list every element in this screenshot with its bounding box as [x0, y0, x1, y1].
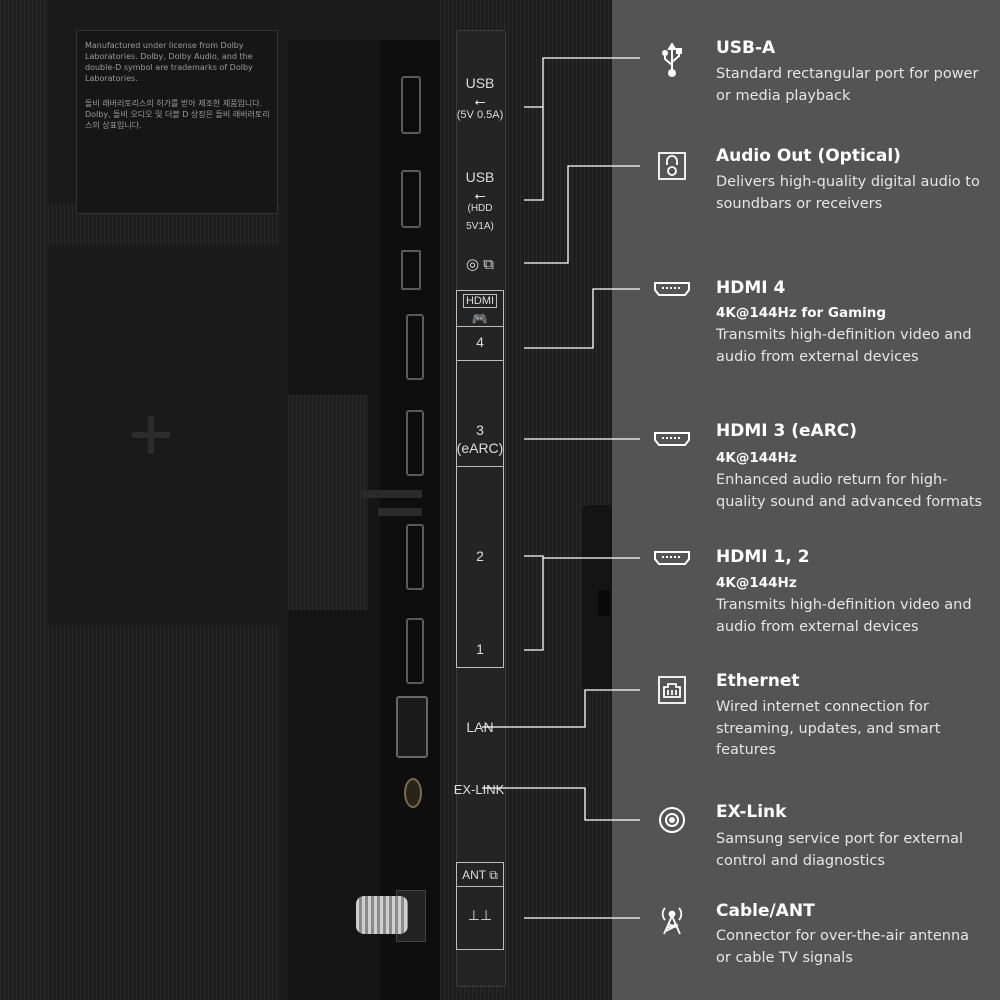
feature-desc-ethernet: Wired internet connection for streaming,…	[716, 699, 941, 758]
bracket-upper	[362, 490, 422, 498]
hdmi2-label: 2	[476, 548, 484, 564]
leader-exlink	[482, 787, 640, 821]
ethernet-icon	[654, 672, 690, 708]
optical-port[interactable]	[401, 250, 421, 290]
antenna-icon	[654, 900, 690, 936]
hdmi-icon	[654, 271, 690, 307]
bay-ribs	[288, 395, 368, 610]
usb2-label-text: USB	[465, 169, 495, 185]
ribbed-lower-area	[48, 625, 280, 1000]
hdmi-port-1[interactable]	[406, 618, 424, 684]
hdmi-header-label: HDMI 🎮	[456, 292, 504, 328]
leader-hdmi1	[524, 558, 544, 651]
hdmi-label-box	[456, 290, 504, 668]
feature-sidebar	[612, 0, 1000, 1000]
plus-mark-v	[148, 416, 154, 454]
feature-desc-optical: Delivers high-quality digital audio to s…	[716, 174, 980, 212]
feature-title-hdmi12: HDMI 1, 2	[716, 547, 810, 567]
regulatory-label	[76, 30, 278, 214]
ant-header-label: ANT ⧉	[456, 866, 504, 884]
ant-label-box	[456, 862, 504, 950]
ex-link-label: EX-LINK	[453, 782, 505, 797]
usb-port-2[interactable]	[401, 170, 421, 228]
leader-lan	[482, 689, 640, 728]
usb1-symbol-icon: ⭠	[474, 93, 486, 109]
feature-title-usb: USB-A	[716, 38, 776, 58]
leader-optical	[524, 165, 640, 264]
feature-title-exlink: EX-Link	[716, 802, 787, 822]
hdmi1-label: 1	[476, 641, 484, 657]
hdmi3-sub-text: (eARC)	[456, 440, 504, 456]
dolby-notice-en: Manufactured under license from Dolby La…	[85, 41, 253, 83]
leader-usb-2	[524, 107, 544, 201]
usb1-label: USB ⭠ (5V 0.5A)	[456, 74, 504, 124]
feature-desc-hdmi12: Transmits high-definition video and audi…	[716, 597, 972, 635]
coax-symbol-icon: ⊥⊥	[467, 907, 493, 923]
usb1-label-text: USB	[465, 75, 495, 91]
feature-title-antenna: Cable/ANT	[716, 901, 815, 921]
leader-hdmi2	[524, 555, 640, 559]
usb2-label: USB ⭠ (HDD 5V1A)	[456, 168, 504, 236]
optical-audio-icon	[654, 148, 690, 184]
hdmi-port-2[interactable]	[406, 524, 424, 590]
feature-spec-hdmi3: 4K@144Hz	[716, 450, 797, 466]
feature-desc-hdmi3: Enhanced audio return for high-quality s…	[716, 472, 983, 510]
usb1-rating: (5V 0.5A)	[456, 109, 504, 121]
feature-desc-exlink: Samsung service port for external contro…	[716, 831, 964, 869]
feature-title-hdmi4: HDMI 4	[716, 278, 786, 298]
ant-header-text: ANT	[462, 868, 486, 882]
feature-title-ethernet: Ethernet	[716, 671, 800, 691]
feature-desc-usb: Standard rectangular port for power or m…	[716, 66, 979, 104]
hdmi-port-4[interactable]	[406, 314, 424, 380]
screw-hole	[598, 590, 610, 616]
tv-back-panel-photo: Manufactured under license from Dolby La…	[0, 0, 612, 1000]
hdmi-header-text: HDMI	[462, 294, 498, 308]
hdmi-divider-2	[457, 360, 503, 361]
dolby-notice-text: Manufactured under license from Dolby La…	[85, 40, 271, 131]
usb-icon	[654, 42, 690, 78]
hdmi-icon	[654, 421, 690, 457]
leader-usb	[524, 57, 640, 108]
coax-connector[interactable]	[356, 896, 408, 934]
ant-divider	[457, 886, 503, 887]
hdmi-divider-3	[457, 466, 503, 467]
feature-spec-hdmi4: 4K@144Hz for Gaming	[716, 305, 887, 321]
feature-title-optical: Audio Out (Optical)	[716, 146, 901, 166]
lan-label: LAN	[466, 719, 494, 735]
optical-label-icon: ◎ ⧉	[466, 256, 494, 273]
hdmi3-label: 3 (eARC)	[456, 421, 504, 457]
ant-arrow-icon: ⧉	[485, 868, 498, 882]
hdmi4-label: 4	[476, 334, 484, 350]
panel-ribs-left	[0, 0, 48, 1000]
usb2-symbol-icon: ⭠	[474, 187, 486, 203]
hdmi3-label-text: 3	[476, 422, 484, 438]
dolby-notice-kr: 돌비 래버러토리스의 허가를 받아 제조한 제품입니다. Dolby, 돌비 오…	[85, 99, 270, 130]
hdmi-icon	[654, 540, 690, 576]
usb2-rating: (HDD 5V1A)	[466, 203, 494, 232]
ex-link-port[interactable]	[404, 778, 422, 808]
lan-port[interactable]	[396, 696, 428, 758]
feature-desc-antenna: Connector for over-the-air antenna or ca…	[716, 928, 970, 966]
hdmi-port-3[interactable]	[406, 410, 424, 476]
hdmi-divider	[457, 326, 503, 327]
leader-hdmi4	[524, 288, 640, 349]
feature-desc-hdmi4: Transmits high-definition video and audi…	[716, 327, 972, 365]
feature-spec-hdmi12: 4K@144Hz	[716, 575, 797, 591]
usb-port-1[interactable]	[401, 76, 421, 134]
bracket-lower	[378, 508, 422, 516]
feature-title-hdmi3: HDMI 3 (eARC)	[716, 421, 858, 441]
gamepad-icon: 🎮	[471, 311, 489, 326]
ex-link-icon	[654, 802, 690, 838]
